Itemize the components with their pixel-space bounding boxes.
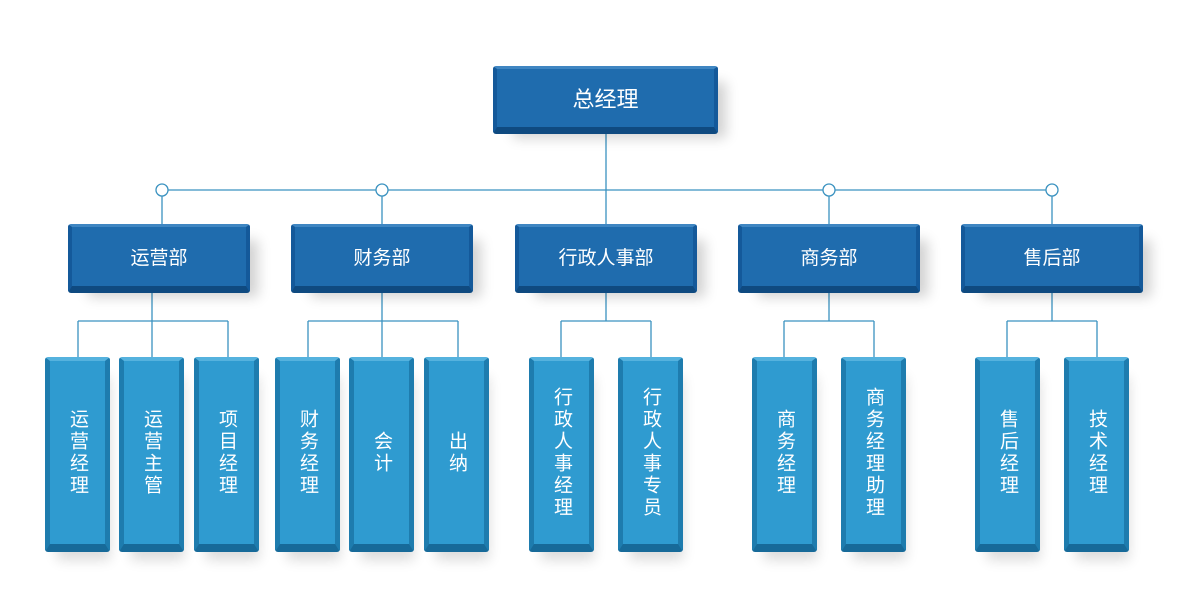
node-label: 商务经理 bbox=[774, 408, 796, 497]
node-dept-admin-hr[interactable]: 行政人事部 bbox=[515, 224, 697, 293]
node-label: 运营主管 bbox=[141, 408, 163, 497]
node-label: 财务部 bbox=[353, 247, 411, 269]
node-dept-after-sales[interactable]: 售后部 bbox=[961, 224, 1143, 293]
node-label: 项目经理 bbox=[216, 408, 238, 497]
node-label: 行政人事经理 bbox=[551, 386, 573, 519]
node-technical-manager[interactable]: 技术经理 bbox=[1064, 357, 1129, 552]
node-label: 总经理 bbox=[572, 88, 639, 113]
node-after-sales-manager[interactable]: 售后经理 bbox=[975, 357, 1040, 552]
node-operations-manager[interactable]: 运营经理 bbox=[45, 357, 110, 552]
node-admin-hr-manager[interactable]: 行政人事经理 bbox=[529, 357, 594, 552]
node-dept-business[interactable]: 商务部 bbox=[738, 224, 920, 293]
junction-node bbox=[822, 183, 836, 197]
node-label: 商务经理助理 bbox=[863, 386, 885, 519]
junction-node bbox=[155, 183, 169, 197]
node-admin-hr-specialist[interactable]: 行政人事专员 bbox=[618, 357, 683, 552]
node-cashier[interactable]: 出纳 bbox=[424, 357, 489, 552]
node-dept-operations[interactable]: 运营部 bbox=[68, 224, 250, 293]
node-label: 运营部 bbox=[130, 247, 188, 269]
node-operations-supervisor[interactable]: 运营主管 bbox=[119, 357, 184, 552]
node-label: 行政人事部 bbox=[558, 247, 654, 269]
node-label: 售后部 bbox=[1023, 247, 1081, 269]
node-label: 行政人事专员 bbox=[640, 386, 662, 519]
node-business-manager[interactable]: 商务经理 bbox=[752, 357, 817, 552]
node-accountant[interactable]: 会计 bbox=[349, 357, 414, 552]
node-business-manager-assistant[interactable]: 商务经理助理 bbox=[841, 357, 906, 552]
node-project-manager[interactable]: 项目经理 bbox=[194, 357, 259, 552]
node-label: 技术经理 bbox=[1086, 408, 1108, 497]
node-label: 财务经理 bbox=[297, 408, 319, 497]
node-dept-finance[interactable]: 财务部 bbox=[291, 224, 473, 293]
junction-node bbox=[375, 183, 389, 197]
node-label: 售后经理 bbox=[997, 408, 1019, 497]
node-label: 出纳 bbox=[446, 430, 468, 475]
node-label: 商务部 bbox=[800, 247, 858, 269]
node-label: 运营经理 bbox=[67, 408, 89, 497]
node-general-manager[interactable]: 总经理 bbox=[493, 66, 718, 134]
junction-node bbox=[1045, 183, 1059, 197]
node-finance-manager[interactable]: 财务经理 bbox=[275, 357, 340, 552]
node-label: 会计 bbox=[371, 430, 393, 475]
